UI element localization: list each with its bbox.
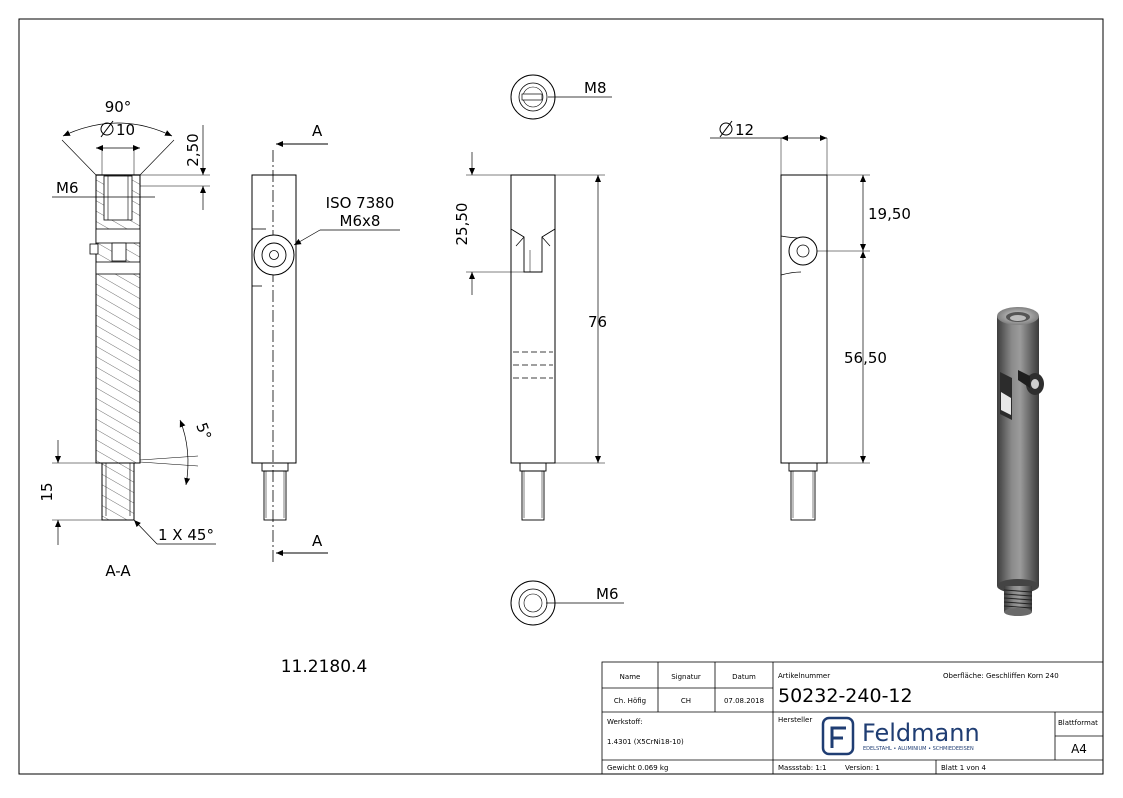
- front-view: A A ISO 7380 M6x8: [251, 122, 400, 565]
- top-end-view: M8: [510, 74, 612, 120]
- drawer-name: Ch. Höfig: [614, 697, 646, 705]
- cut-marker-top: A: [312, 122, 323, 140]
- col-date-header: Datum: [732, 673, 756, 681]
- pin-size-label: M6x8: [340, 212, 381, 230]
- front-view-body: [251, 174, 297, 464]
- title-block: [601, 661, 1104, 775]
- scale-value: Massstab: 1:1: [778, 764, 827, 772]
- bottom-thread-label: M6: [596, 585, 619, 603]
- section-angle-label: 90°: [105, 98, 132, 116]
- drawing-frame: [18, 18, 1104, 775]
- chamfer-label: 1 X 45°: [158, 526, 214, 544]
- material-label: Werkstoff:: [607, 718, 643, 726]
- length-label: 76: [588, 313, 607, 331]
- section-body: [95, 174, 141, 464]
- manufacturer-label: Hersteller: [778, 716, 812, 724]
- material-value: 1.4301 (X5CrNi18-10): [607, 738, 684, 746]
- side-view-body: [510, 174, 556, 464]
- thread-length-label: 15: [38, 482, 56, 501]
- article-number: 50232-240-12: [778, 685, 913, 707]
- side-view: M8 25,50 76 M6: [453, 74, 624, 626]
- section-thread-label: M6: [56, 179, 79, 197]
- version-value: Version: 1: [845, 764, 880, 772]
- col-name-header: Name: [620, 673, 641, 681]
- slot-depth-label: 25,50: [453, 203, 471, 246]
- format-value: A4: [1071, 742, 1087, 756]
- bottom-end-view: M6: [510, 580, 624, 626]
- col-signature-header: Signatur: [671, 673, 701, 681]
- surface-finish: Oberfläche: Geschliffen Korn 240: [943, 672, 1059, 680]
- feldmann-logo-icon: Feldmann EDELSTAHL • ALUMINIUM • SCHMIED…: [821, 716, 980, 756]
- drawer-signature: CH: [681, 697, 691, 705]
- right-diameter-label: 12: [735, 121, 754, 139]
- pin-head-outer: [253, 234, 295, 276]
- right-view-body: [780, 174, 828, 464]
- weight-value: Gewicht 0.069 kg: [607, 764, 668, 772]
- cross-hole: [788, 236, 818, 266]
- lower-length-label: 56,50: [844, 349, 887, 367]
- hole-position-label: 19,50: [868, 205, 911, 223]
- section-view-title: A-A: [105, 562, 131, 580]
- drawing-number: 11.2180.4: [281, 657, 368, 677]
- countersink-depth-label: 2,50: [184, 133, 202, 166]
- article-label: Artikelnummer: [778, 672, 830, 680]
- title-block-text: Name Signatur Datum Ch. Höfig CH 07.08.2…: [607, 672, 1098, 772]
- format-label: Blattformat: [1058, 719, 1098, 727]
- right-view: 12 19,50 56,50: [710, 120, 911, 521]
- taper-angle-label: 5°: [192, 420, 215, 442]
- diameter-symbol-icon: [719, 120, 733, 138]
- top-thread-label: M8: [584, 79, 607, 97]
- sheet-value: Blatt 1 von 4: [941, 764, 987, 772]
- company-name: Feldmann: [862, 719, 980, 747]
- section-diameter-label: 10: [116, 121, 135, 139]
- section-view-a-a: 90° 10 2,50 M6 5° 15 1 X 45° A-A: [38, 98, 216, 580]
- section-thread-end: [101, 462, 135, 521]
- drawing-date: 07.08.2018: [724, 697, 764, 705]
- diameter-symbol-icon: [100, 120, 114, 138]
- cut-marker-bottom: A: [312, 532, 323, 550]
- hex-socket-icon: [269, 250, 279, 260]
- company-tagline: EDELSTAHL • ALUMINIUM • SCHMIEDEEISEN: [863, 746, 974, 752]
- pin-standard-label: ISO 7380: [326, 194, 395, 212]
- product-3d-render: [997, 307, 1044, 616]
